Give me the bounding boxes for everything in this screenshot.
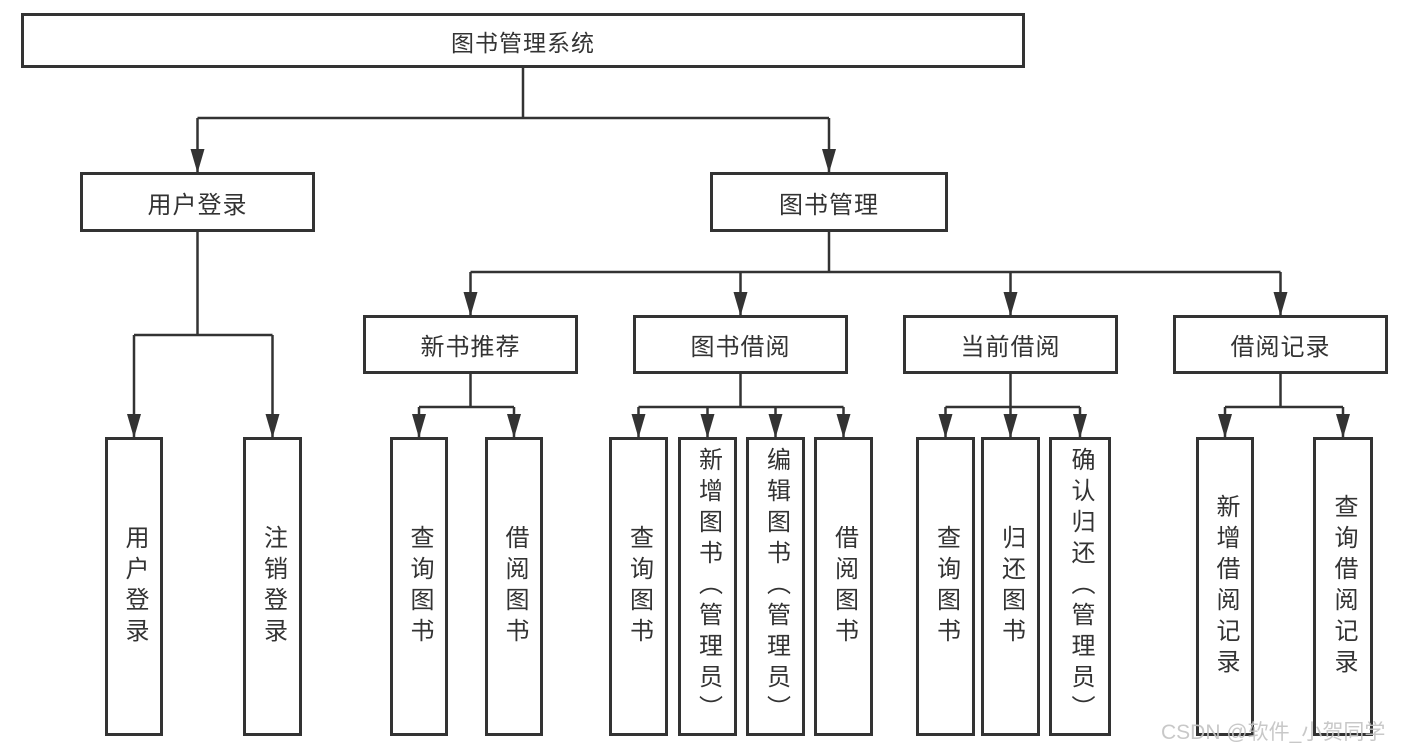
leaf-confirm-return-admin: 确认归还（管理员） bbox=[1049, 437, 1111, 736]
node-label: 当前借阅 bbox=[960, 334, 1061, 361]
leaf-user-login: 用户登录 bbox=[105, 437, 163, 736]
leaf-add-borrow-record: 新增借阅记录 bbox=[1196, 437, 1254, 736]
leaf-label: 查询图书 bbox=[932, 524, 960, 649]
tree-rails bbox=[134, 68, 1343, 409]
leaf-label: 新增图书（管理员） bbox=[694, 447, 722, 726]
leaf-logout: 注销登录 bbox=[243, 437, 302, 736]
leaf-query-books-borrow: 查询图书 bbox=[609, 437, 668, 736]
leaf-borrow-books: 借阅图书 bbox=[814, 437, 873, 736]
node-book-management-branch: 图书管理 bbox=[710, 172, 948, 232]
node-borrowing-records: 借阅记录 bbox=[1173, 315, 1388, 374]
leaf-label: 新增借阅记录 bbox=[1212, 493, 1239, 680]
leaf-label: 借阅图书 bbox=[501, 524, 528, 649]
leaf-label: 查询图书 bbox=[406, 524, 433, 649]
leaf-query-borrow-record: 查询借阅记录 bbox=[1313, 437, 1373, 736]
leaf-borrow-books-recommend: 借阅图书 bbox=[485, 437, 543, 736]
node-label: 借阅记录 bbox=[1230, 334, 1331, 361]
leaf-label: 查询借阅记录 bbox=[1330, 493, 1357, 680]
node-label: 图书管理 bbox=[779, 191, 879, 219]
node-book-borrowing: 图书借阅 bbox=[633, 315, 848, 374]
leaf-label: 查询图书 bbox=[625, 524, 653, 649]
leaf-query-books-current: 查询图书 bbox=[916, 437, 975, 736]
leaf-query-books-recommend: 查询图书 bbox=[390, 437, 448, 736]
node-label: 新书推荐 bbox=[420, 334, 521, 361]
leaf-label: 借阅图书 bbox=[830, 524, 858, 649]
leaf-label: 确认归还（管理员） bbox=[1067, 447, 1094, 726]
leaf-label: 用户登录 bbox=[121, 524, 148, 649]
leaf-label: 注销登录 bbox=[259, 524, 287, 649]
node-current-borrowing: 当前借阅 bbox=[903, 315, 1118, 374]
leaf-return-book: 归还图书 bbox=[981, 437, 1040, 736]
node-label: 图书管理系统 bbox=[451, 29, 595, 56]
leaf-label: 编辑图书（管理员） bbox=[762, 447, 790, 726]
node-new-book-recommendation: 新书推荐 bbox=[363, 315, 578, 374]
leaf-label: 归还图书 bbox=[997, 524, 1025, 649]
node-label: 用户登录 bbox=[147, 191, 248, 219]
leaf-add-book-admin: 新增图书（管理员） bbox=[678, 437, 737, 736]
leaf-edit-book-admin: 编辑图书（管理员） bbox=[746, 437, 805, 736]
csdn-watermark: CSDN @软件_小贺同学 bbox=[1161, 721, 1386, 744]
tree-arrows bbox=[127, 118, 1350, 438]
node-library-management-system: 图书管理系统 bbox=[21, 13, 1025, 68]
node-label: 图书借阅 bbox=[690, 334, 791, 361]
node-user-login-branch: 用户登录 bbox=[80, 172, 315, 232]
